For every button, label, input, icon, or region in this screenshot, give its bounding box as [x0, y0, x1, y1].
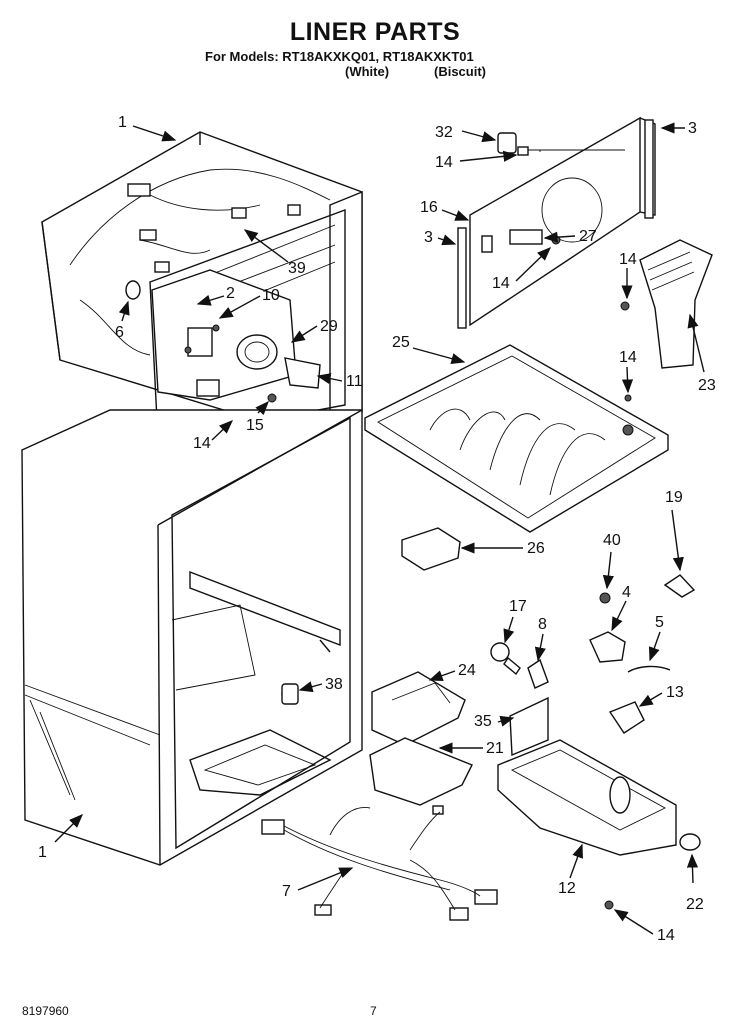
callout-14-d: 14 [619, 349, 637, 366]
shelf-25 [364, 344, 669, 533]
callout-40: 40 [603, 532, 621, 549]
callout-14-e: 14 [193, 435, 211, 452]
callout-8: 8 [538, 616, 547, 633]
callout-15: 15 [246, 417, 264, 434]
evaporator-cover [457, 116, 656, 329]
callouts: 1 2 3 3 4 5 6 7 8 10 11 12 13 14 14 14 1 [38, 114, 716, 944]
callout-13: 13 [666, 684, 684, 701]
callout-21: 21 [486, 740, 504, 757]
callout-3-left: 3 [424, 229, 433, 246]
callout-32: 32 [435, 124, 453, 141]
callout-26: 26 [527, 540, 545, 557]
callout-35: 35 [474, 713, 492, 730]
callout-14-f: 14 [657, 927, 675, 944]
callout-10: 10 [262, 287, 280, 304]
callout-1-top: 1 [118, 114, 127, 131]
callout-19: 19 [665, 489, 683, 506]
callout-3-right: 3 [688, 120, 697, 137]
callout-22: 22 [686, 896, 704, 913]
callout-27: 27 [579, 228, 597, 245]
callout-14-c: 14 [619, 251, 637, 268]
callout-16: 16 [420, 199, 438, 216]
model-numbers: For Models: RT18AKXKQ01, RT18AKXKT01 [205, 49, 474, 64]
callout-39: 39 [288, 260, 306, 277]
callout-23: 23 [698, 377, 716, 394]
callout-25: 25 [392, 334, 410, 351]
document-number: 8197960 [22, 1004, 69, 1018]
page-number: 7 [370, 1004, 377, 1018]
callout-4: 4 [622, 584, 631, 601]
callout-14-b: 14 [492, 275, 510, 292]
callout-6: 6 [115, 324, 124, 341]
page-title: LINER PARTS [289, 18, 461, 46]
callout-38: 38 [325, 676, 343, 693]
callout-12: 12 [558, 880, 576, 897]
small-parts [281, 527, 701, 910]
wiring-harness [261, 805, 498, 921]
callout-2: 2 [226, 285, 235, 302]
variant-white: (White) [345, 64, 390, 79]
callout-14-a: 14 [435, 154, 453, 171]
callout-1-bottom: 1 [38, 844, 47, 861]
callout-7: 7 [282, 883, 291, 900]
callout-17: 17 [509, 598, 527, 615]
callout-29: 29 [320, 318, 338, 335]
variant-biscuit: (Biscuit) [434, 64, 486, 79]
fresh-food-liner [21, 409, 363, 866]
callout-5: 5 [655, 614, 664, 631]
callout-24: 24 [458, 662, 476, 679]
freezer-liner [41, 131, 363, 464]
callout-11: 11 [346, 373, 363, 390]
